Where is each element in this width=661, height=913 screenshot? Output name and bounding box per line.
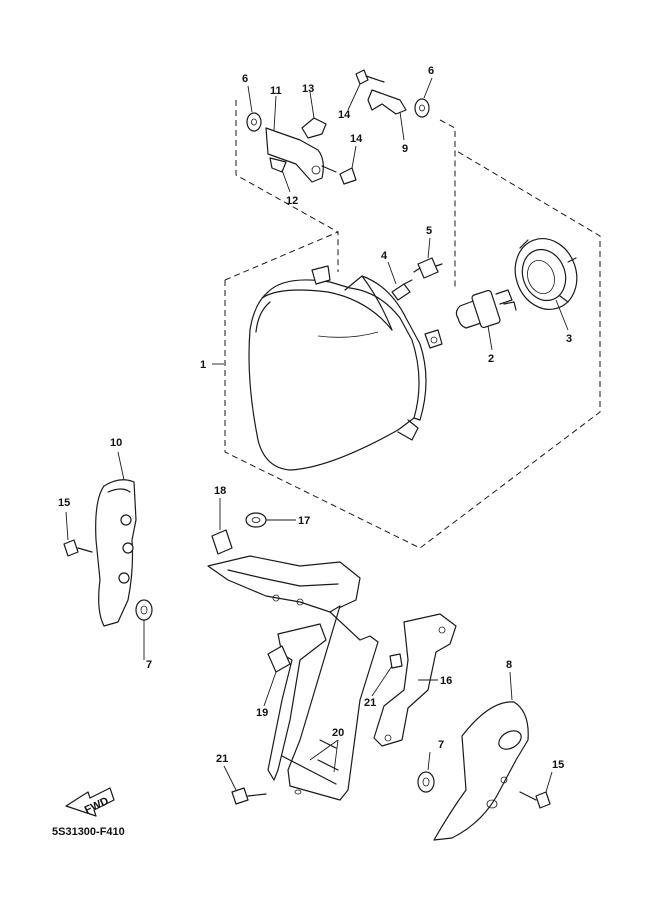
callout-21-lower: 21 — [216, 753, 228, 765]
callout-labels: 1 2 3 4 5 6 6 7 7 8 9 10 11 12 13 14 14 … — [58, 65, 572, 771]
callout-10: 10 — [110, 437, 122, 449]
callout-21-upper: 21 — [364, 697, 376, 709]
stay-bracket-right — [367, 89, 407, 115]
callout-7-right: 7 — [438, 739, 444, 751]
part-code: 5S31300-F410 — [52, 826, 125, 838]
callout-1: 1 — [200, 359, 206, 371]
callout-16: 16 — [440, 675, 452, 687]
callout-12: 12 — [286, 195, 298, 207]
callout-5: 5 — [426, 225, 432, 237]
headlight-unit — [248, 265, 443, 471]
assembly-boundary — [224, 100, 601, 549]
cover-ring — [514, 238, 578, 310]
callout-7-left: 7 — [146, 659, 152, 671]
leader-lines — [65, 77, 569, 793]
callout-19: 19 — [256, 707, 268, 719]
bolt-15-right — [519, 791, 551, 809]
callout-18: 18 — [214, 485, 226, 497]
callout-13: 13 — [302, 83, 314, 95]
callout-2: 2 — [488, 353, 494, 365]
callout-17: 17 — [298, 515, 310, 527]
stay-bracket-left — [265, 127, 324, 183]
callout-6-right: 6 — [428, 65, 434, 77]
callout-4: 4 — [381, 250, 388, 262]
callout-3: 3 — [566, 333, 572, 345]
bulb — [455, 289, 517, 329]
callout-8: 8 — [506, 659, 512, 671]
callout-14-upper: 14 — [338, 109, 351, 121]
grommet-18 — [211, 529, 233, 555]
bracket-16 — [373, 613, 457, 747]
grommet-7-right — [417, 771, 435, 793]
callout-15-left: 15 — [58, 497, 70, 509]
bolt-21-upper — [389, 653, 403, 669]
bolt-21-lower — [231, 787, 267, 805]
clip-13 — [301, 117, 327, 139]
callout-15-right: 15 — [552, 759, 564, 771]
callout-11: 11 — [270, 85, 282, 97]
callout-14-lower: 14 — [350, 133, 363, 145]
forward-arrow-icon: FWD — [65, 787, 115, 817]
bulb-socket — [413, 257, 443, 279]
grommet-7-left — [135, 599, 153, 621]
side-cover-left — [95, 479, 137, 627]
bracket-19 — [267, 645, 291, 673]
callout-6-left: 6 — [242, 73, 248, 85]
headlight-stay — [207, 555, 379, 801]
side-cover-right — [433, 701, 529, 841]
callout-20: 20 — [332, 727, 344, 739]
bolt-15-left — [63, 539, 93, 557]
washers — [246, 98, 430, 132]
bolts-14 — [321, 69, 385, 185]
grommet-17 — [245, 512, 267, 528]
callout-9: 9 — [402, 143, 408, 155]
position-bulb — [391, 279, 413, 301]
